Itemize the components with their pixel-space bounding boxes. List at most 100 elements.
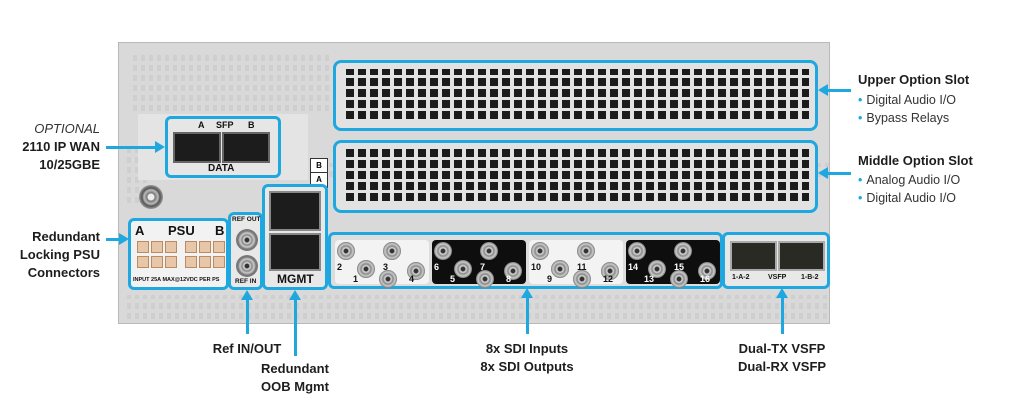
- middle-option-slot: [333, 140, 818, 213]
- upper-option-slot: [333, 60, 818, 131]
- sfp-port-b[interactable]: [222, 132, 270, 163]
- ref-callout-line: [246, 298, 249, 334]
- sdi-port-number: 11: [577, 262, 587, 272]
- sdi-port-number: 5: [450, 274, 456, 284]
- slot-b-label: B: [316, 161, 322, 170]
- sdi-bnc-connector[interactable]: [337, 242, 355, 260]
- arrow-right-icon: [119, 233, 129, 245]
- vsfp-left-label: 1-A-2: [732, 274, 750, 281]
- vent-grille: [127, 295, 827, 319]
- psu-label-line1: Redundant: [32, 229, 100, 244]
- sdi-bnc-connector[interactable]: [573, 270, 591, 288]
- mgmt-ethernet-port-b[interactable]: [269, 191, 321, 231]
- psu-pin: [199, 256, 211, 268]
- sdi-bnc-connector[interactable]: [670, 270, 688, 288]
- sdi-bnc-connector[interactable]: [379, 270, 397, 288]
- vsfp-right-label: 1-B-2: [801, 274, 819, 281]
- arrow-left-icon: [818, 84, 828, 96]
- arrow-right-icon: [155, 141, 165, 153]
- sdi-port-number: 15: [674, 262, 685, 272]
- ref-in-bnc[interactable]: [236, 255, 258, 277]
- sdi-port-number: 13: [644, 274, 655, 284]
- slot-a-label: A: [311, 172, 327, 186]
- sdi-port-number: 2: [337, 262, 343, 272]
- sdi-bnc-connector[interactable]: [480, 242, 498, 260]
- sdi-port-number: 9: [547, 274, 553, 284]
- sfp-title-label: SFP: [216, 120, 234, 130]
- psu-rating-label: INPUT 25A MAX@12VDC PER PS: [133, 277, 220, 283]
- psu-pin: [151, 241, 163, 253]
- arrow-up-icon: [776, 288, 788, 298]
- vsfp-port-b[interactable]: [778, 241, 825, 271]
- sdi-bnc-connector[interactable]: [601, 262, 619, 280]
- psu-pin: [185, 256, 197, 268]
- sdi-bnc-connector[interactable]: [407, 262, 425, 280]
- middle-slot-bullet: •Digital Audio I/O: [858, 191, 957, 205]
- sdi-bnc-connector[interactable]: [628, 242, 646, 260]
- sfp-port-a[interactable]: [173, 132, 221, 163]
- psu-callout-line: [106, 238, 120, 241]
- sdi-port-number: 16: [700, 274, 711, 284]
- vsfp-label-line1: Dual-TX VSFP: [738, 341, 826, 356]
- vent-grille: [133, 51, 333, 111]
- psu-pin: [165, 241, 177, 253]
- sdi-bnc-connector[interactable]: [531, 242, 549, 260]
- arrow-up-icon: [289, 290, 301, 300]
- sdi-bnc-connector[interactable]: [551, 260, 569, 278]
- psu-a-label: A: [135, 223, 145, 238]
- vsfp-module: 1-A-2 VSFP 1-B-2: [722, 232, 830, 289]
- arrow-left-icon: [818, 167, 828, 179]
- psu-title-label: PSU: [168, 223, 195, 238]
- vsfp-callout-line: [781, 296, 784, 334]
- sdi-port-number: 14: [628, 262, 639, 272]
- sdi-label-line1: 8x SDI Inputs: [485, 341, 569, 356]
- sdi-port-number: 1: [353, 274, 359, 284]
- arrow-up-icon: [241, 290, 253, 300]
- sdi-bnc-connector[interactable]: [577, 242, 595, 260]
- wan-label-line1: 2110 IP WAN: [22, 139, 100, 154]
- vsfp-port-a[interactable]: [730, 241, 777, 271]
- middle-callout-line: [827, 172, 851, 175]
- psu-pin: [185, 241, 197, 253]
- sdi-port-number: 4: [409, 274, 415, 284]
- upper-slot-title: Upper Option Slot: [858, 72, 970, 87]
- wan-callout-line: [106, 146, 156, 149]
- ref-io: REF OUT REF IN: [228, 212, 263, 290]
- sdi-bnc-connector[interactable]: [476, 270, 494, 288]
- psu-pin: [151, 256, 163, 268]
- arrow-up-icon: [521, 288, 533, 298]
- sdi-bnc-connector[interactable]: [504, 262, 522, 280]
- sdi-bnc-connector[interactable]: [434, 242, 452, 260]
- sdi-panel: 13 14 15 16: [626, 240, 720, 288]
- upper-slot-bullet: •Bypass Relays: [858, 111, 950, 125]
- sdi-bnc-connector[interactable]: [357, 260, 375, 278]
- sfp-a-label: A: [198, 120, 205, 130]
- ref-in-label: REF IN: [235, 278, 257, 285]
- mgmt-ports: MGMT: [262, 184, 328, 290]
- sfp-caption: DATA: [208, 163, 235, 174]
- mgmt-label: MGMT: [277, 272, 314, 286]
- psu-pin: [199, 241, 211, 253]
- psu-label-line3: Connectors: [27, 265, 100, 280]
- sdi-bnc-connector[interactable]: [383, 242, 401, 260]
- ref-out-bnc[interactable]: [236, 229, 258, 251]
- sdi-bnc-connector[interactable]: [454, 260, 472, 278]
- sfp-b-label: B: [248, 120, 255, 130]
- upper-slot-bullet: •Digital Audio I/O: [858, 93, 957, 107]
- sdi-bnc-connector[interactable]: [698, 262, 716, 280]
- sdi-callout-line: [526, 296, 529, 334]
- psu-pin: [137, 256, 149, 268]
- sdi-port-number: 8: [506, 274, 512, 284]
- ground-lug-icon: [139, 185, 163, 209]
- mgmt-ethernet-port-a[interactable]: [269, 233, 321, 271]
- wan-optional-label: OPTIONAL: [34, 121, 100, 136]
- sdi-bnc-connector[interactable]: [648, 260, 666, 278]
- sdi-bnc-connector[interactable]: [674, 242, 692, 260]
- psu-pin: [165, 256, 177, 268]
- middle-slot-title: Middle Option Slot: [858, 153, 973, 168]
- psu-connectors: A PSU B INPUT 25A MAX@12VDC PER PS: [128, 218, 229, 290]
